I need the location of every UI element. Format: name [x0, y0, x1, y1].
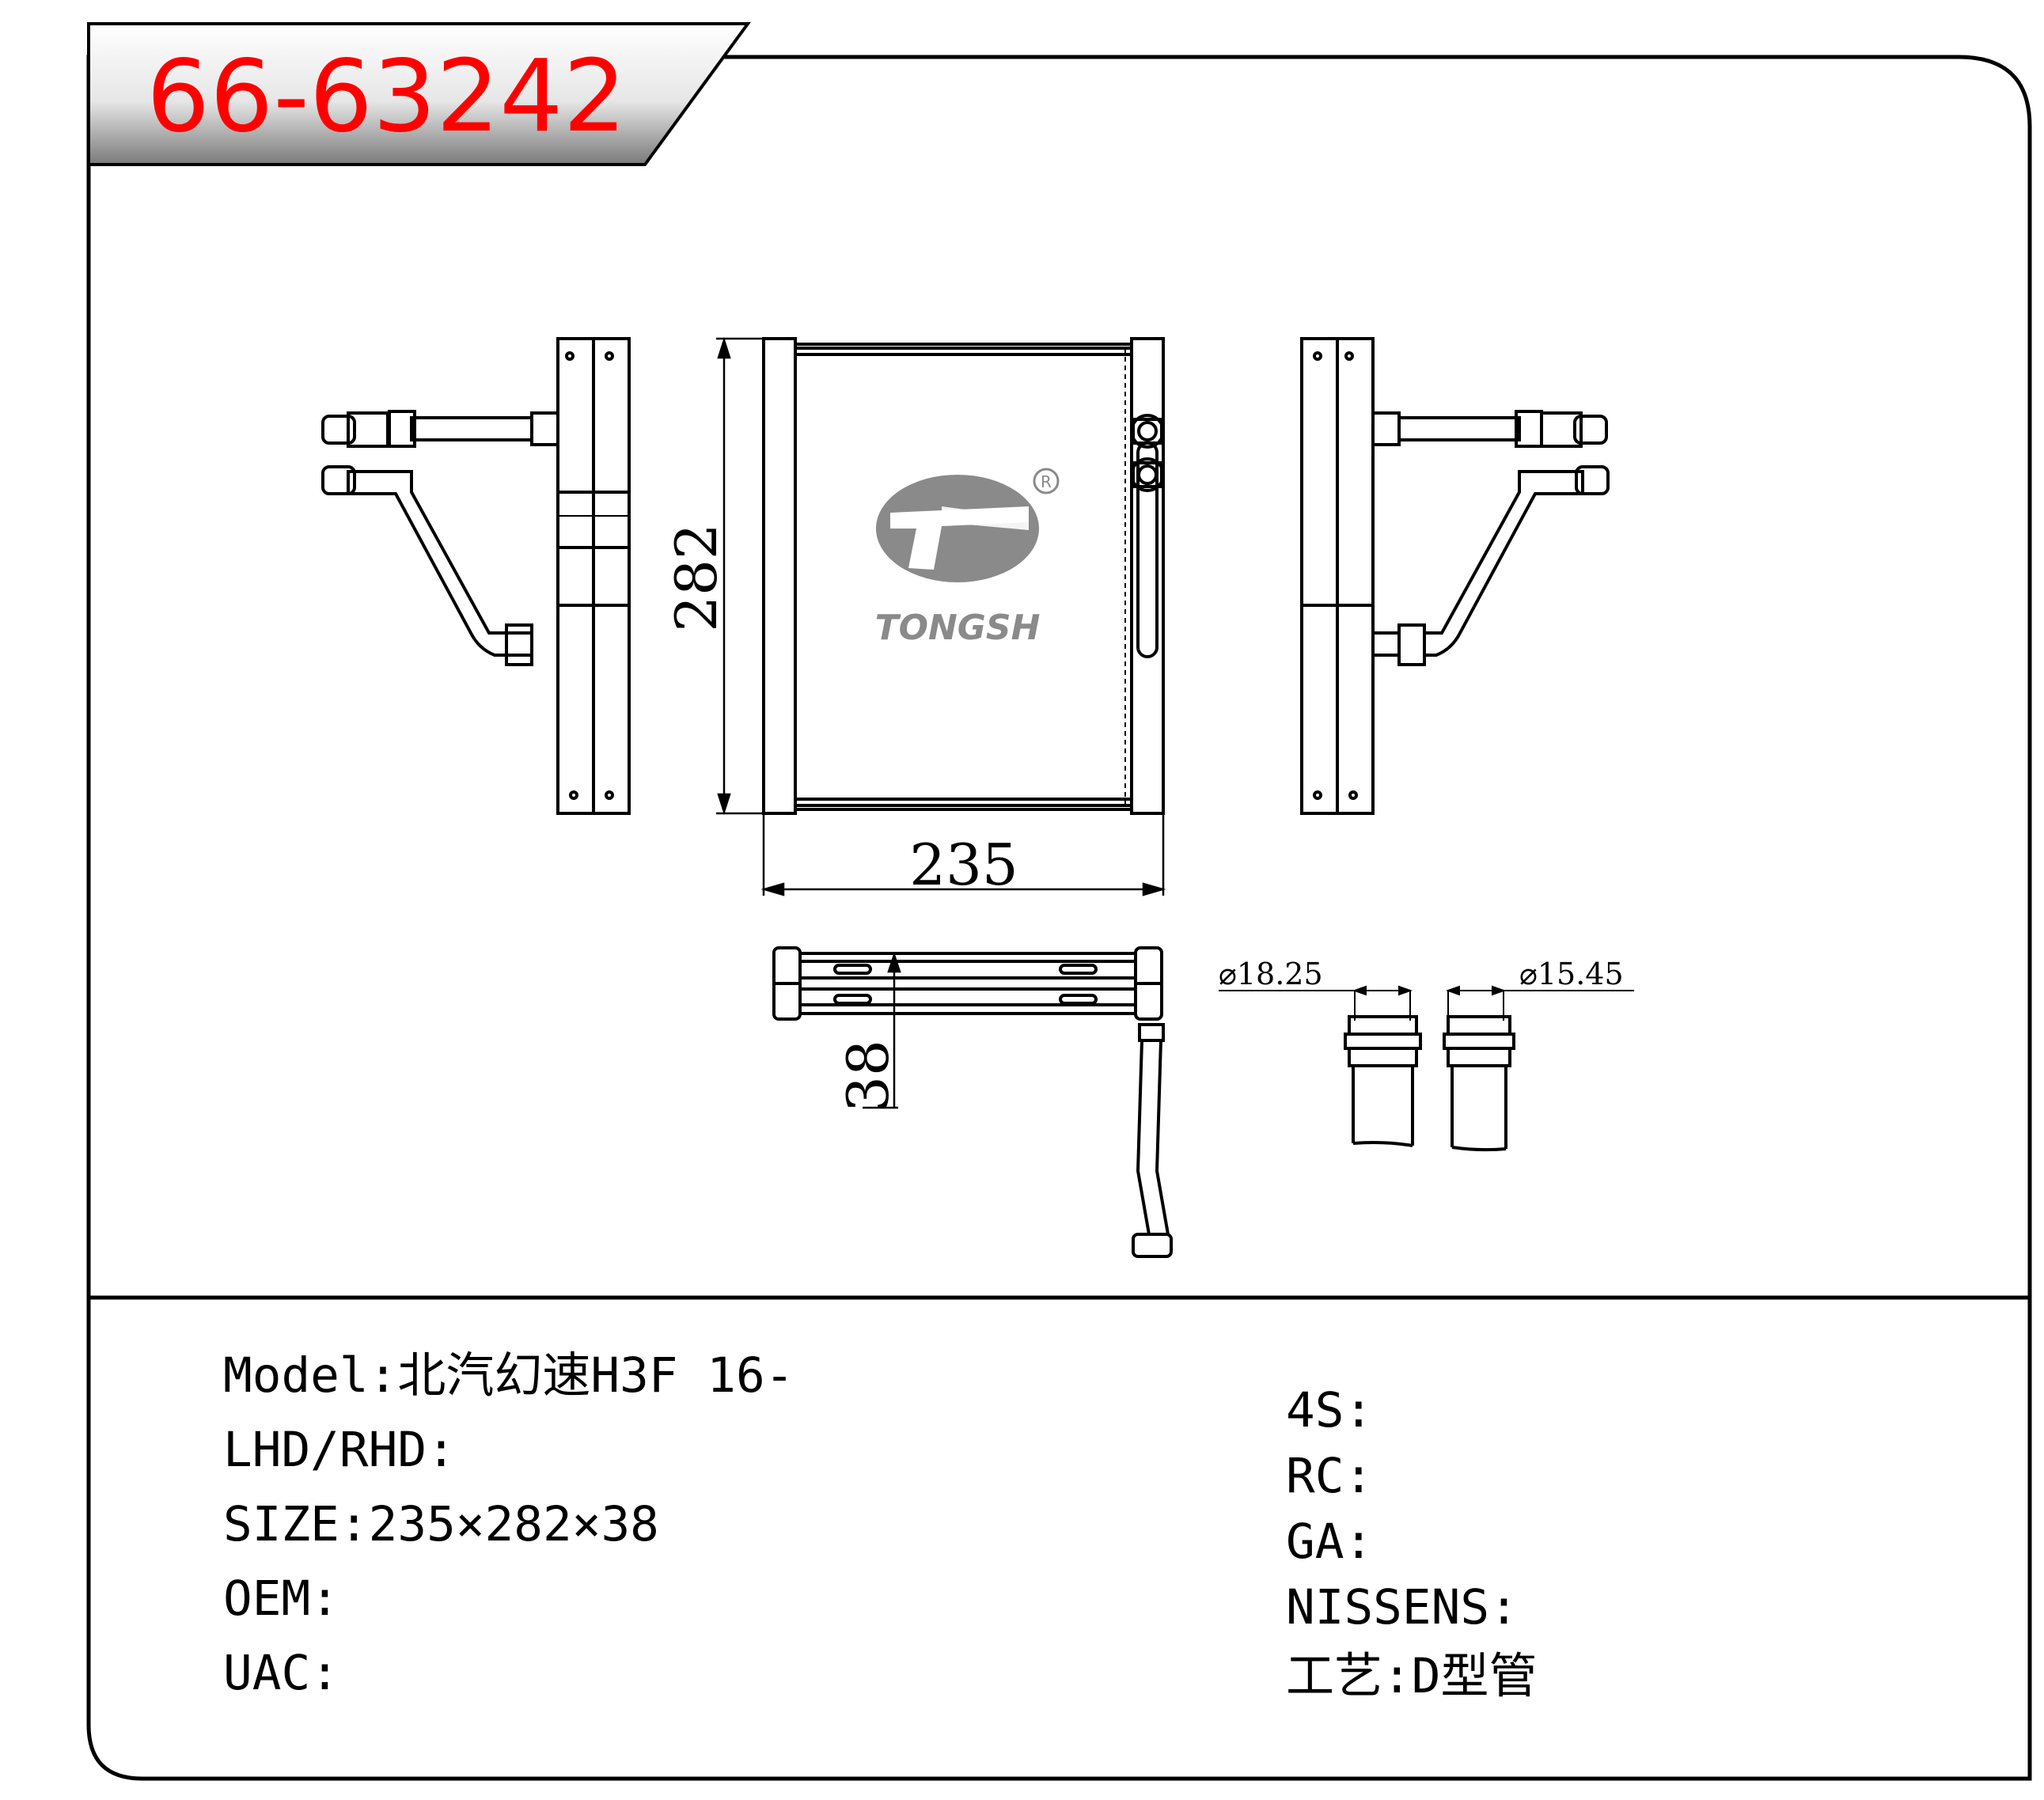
- spec-rc-label: RC:: [1286, 1448, 1374, 1504]
- spec-4s-label: 4S:: [1286, 1382, 1374, 1438]
- outer-frame: [86, 55, 2032, 1781]
- front-view: [762, 337, 1165, 815]
- tongsh-logo: R TONGSH: [875, 468, 1060, 648]
- header-tab: [87, 22, 751, 166]
- spec-process: 工艺:D型管: [1286, 1652, 1537, 1700]
- spec-rc: RC:: [1286, 1452, 1373, 1500]
- spec-model-value: 北汽幻速H3F 16-: [397, 1347, 794, 1404]
- height-label: 282: [663, 523, 730, 631]
- top-view: [772, 946, 1173, 1258]
- depth-dimension: [863, 952, 901, 1109]
- right-side-view: [1300, 337, 1610, 815]
- width-dimension: [760, 815, 1166, 896]
- left-side-view: [321, 337, 631, 815]
- spec-ga-label: GA:: [1286, 1514, 1374, 1570]
- diameter-leaders: [1219, 985, 1634, 1021]
- spec-size: SIZE:235×282×38: [223, 1500, 659, 1548]
- spec-4s: 4S:: [1286, 1386, 1373, 1434]
- spec-lhd-rhd-label: LHD/RHD:: [223, 1422, 456, 1478]
- width-label: 235: [909, 832, 1018, 898]
- spec-process-label: 工艺:: [1286, 1648, 1412, 1704]
- spec-oem-label: OEM:: [223, 1571, 339, 1627]
- spec-model-label: Model:: [223, 1347, 398, 1404]
- spec-nissens-label: NISSENS:: [1286, 1579, 1519, 1635]
- registered-mark: R: [1041, 472, 1052, 491]
- spec-model: Model:北汽幻速H3F 16-: [223, 1351, 794, 1400]
- spec-uac-label: UAC:: [223, 1645, 339, 1701]
- pipe-end-detail: [1344, 1015, 1515, 1152]
- spec-size-value: 235×282×38: [368, 1496, 659, 1552]
- part-number: 66-63242: [146, 38, 627, 154]
- height-dimension: [716, 336, 764, 816]
- spec-lhd-rhd: LHD/RHD:: [223, 1426, 456, 1474]
- inlet-diameter-label: ⌀18.25: [1219, 957, 1323, 991]
- depth-label: 38: [835, 1040, 901, 1112]
- spec-size-label: SIZE:: [223, 1496, 369, 1552]
- spec-uac: UAC:: [223, 1649, 339, 1697]
- logo-text: TONGSH: [875, 608, 1041, 648]
- spec-process-value: D型管: [1411, 1648, 1538, 1704]
- outlet-diameter-label: ⌀15.45: [1519, 957, 1624, 991]
- spec-nissens: NISSENS:: [1286, 1583, 1519, 1631]
- spec-ga: GA:: [1286, 1518, 1373, 1566]
- spec-oem: OEM:: [223, 1575, 339, 1623]
